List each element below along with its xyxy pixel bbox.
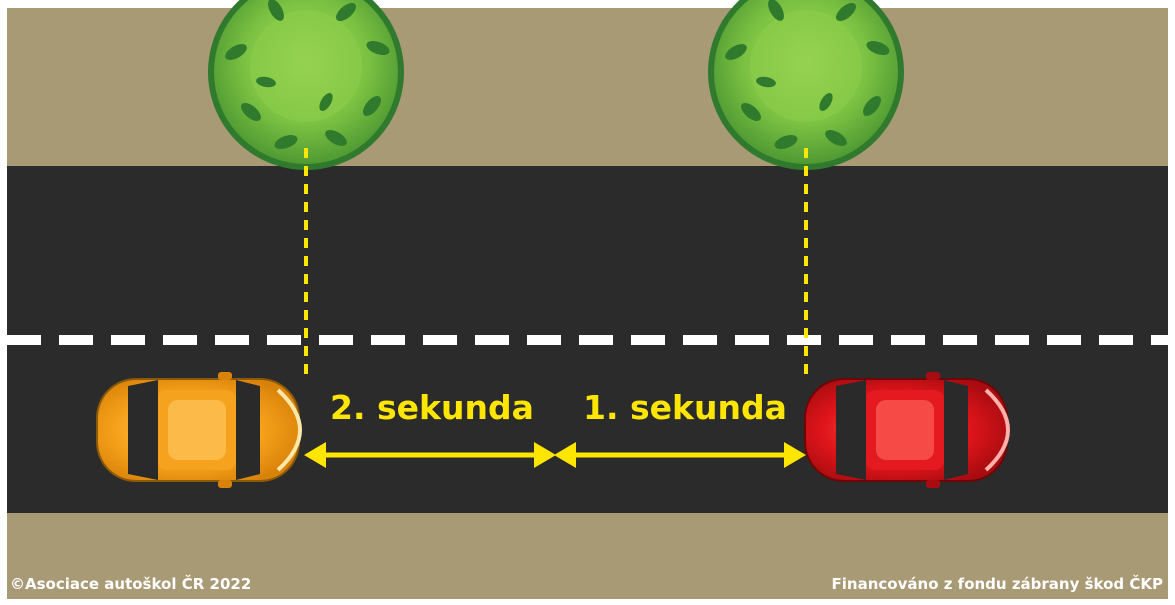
arrow-second-2	[304, 442, 556, 468]
tree-right	[708, 0, 904, 170]
lane-divider-dashed	[7, 335, 1175, 345]
lane-dash	[527, 335, 561, 345]
lane-dash	[1047, 335, 1081, 345]
lane-dash	[423, 335, 457, 345]
tree-left	[208, 0, 404, 170]
lane-dash	[943, 335, 977, 345]
lane-dash	[579, 335, 613, 345]
lane-dash	[59, 335, 93, 345]
lane-dash	[839, 335, 873, 345]
lane-dash	[995, 335, 1029, 345]
lane-dash	[475, 335, 509, 345]
copyright-credit: ©Asociace autoškol ČR 2022	[10, 575, 252, 593]
car-top-view-icon	[96, 372, 303, 488]
lane-dash	[163, 335, 197, 345]
lane-dash	[7, 335, 41, 345]
lane-dash	[1151, 335, 1175, 345]
lane-dash	[891, 335, 925, 345]
lane-dash	[267, 335, 301, 345]
lane-dash	[111, 335, 145, 345]
car-top-view-icon	[804, 372, 1011, 488]
lane-dash	[215, 335, 249, 345]
lane-dash	[735, 335, 769, 345]
lane-dash	[787, 335, 821, 345]
label-second-1: 1. sekunda	[583, 388, 787, 427]
lane-dash	[319, 335, 353, 345]
lane-dash	[631, 335, 665, 345]
lane-dash	[683, 335, 717, 345]
lane-dash	[371, 335, 405, 345]
arrow-second-1	[554, 442, 806, 468]
label-second-2: 2. sekunda	[330, 388, 534, 427]
lane-dash	[1099, 335, 1133, 345]
funding-credit: Financováno z fondu zábrany škod ČKP	[831, 575, 1163, 593]
